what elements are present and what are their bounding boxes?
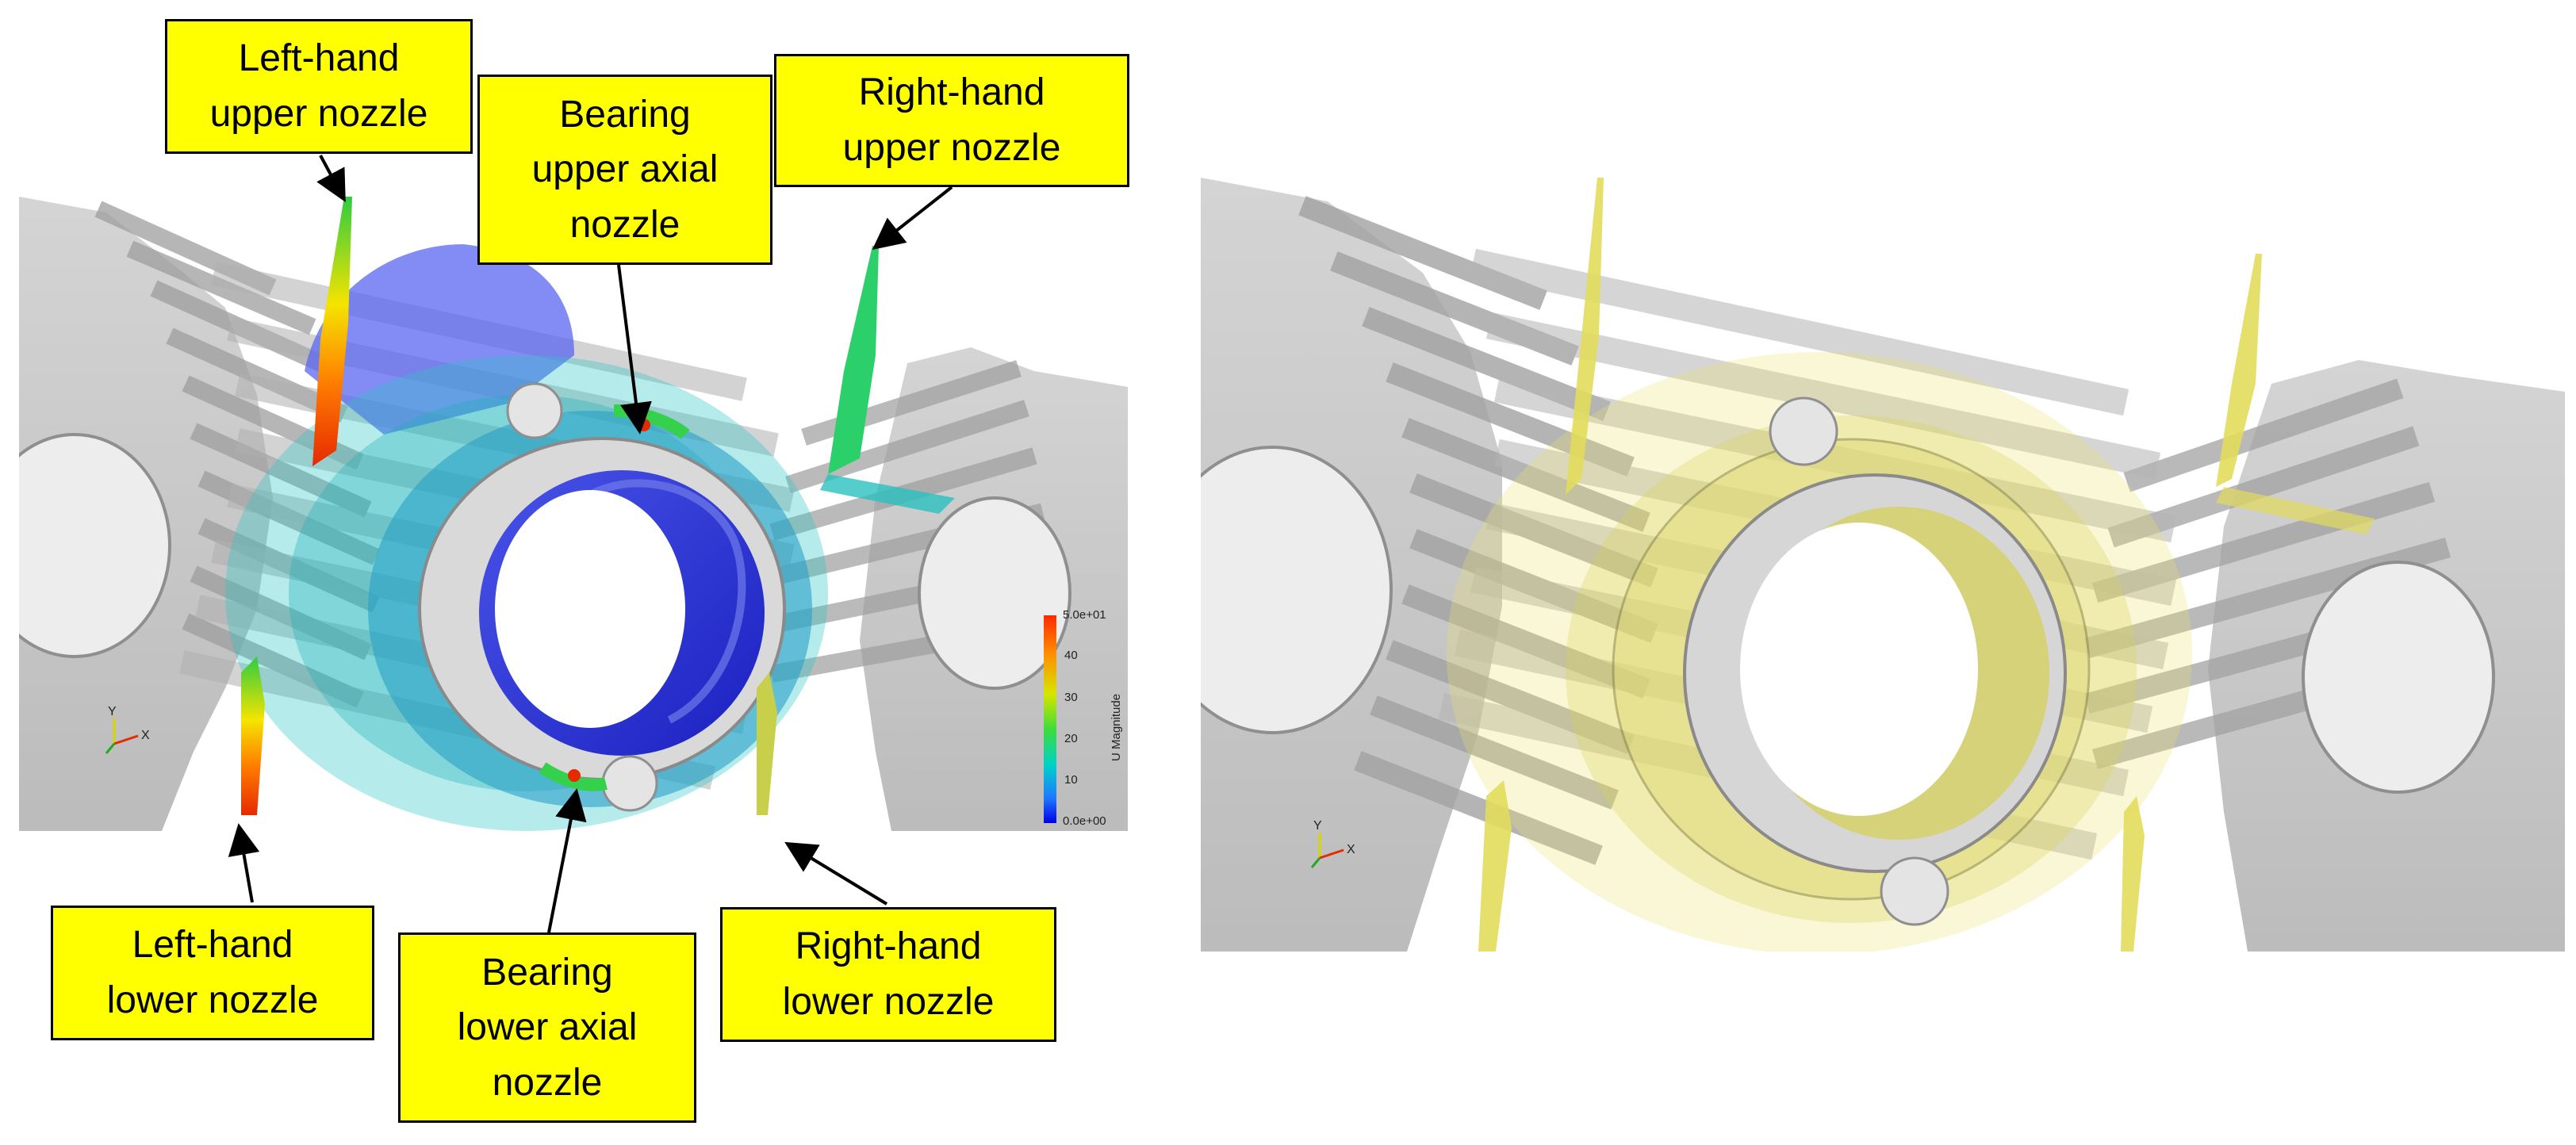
axis-y-label: Y xyxy=(108,705,117,718)
arrow-left-lower xyxy=(228,823,260,903)
left-gear-right-panel xyxy=(1201,178,1658,952)
axis-x-label: X xyxy=(141,729,150,742)
scalebar-tick: 20 xyxy=(1064,732,1078,745)
nozzle-jets-right-panel xyxy=(1478,178,2375,952)
scalebar-tick: 30 xyxy=(1064,691,1078,704)
right-lower-nozzle xyxy=(757,672,777,815)
left-upper-nozzle xyxy=(312,197,352,466)
nozzles xyxy=(241,197,955,815)
arrow-left-upper xyxy=(316,155,346,203)
arrow-right-lower xyxy=(784,841,888,906)
scalebar-title: U Magnitude xyxy=(1110,694,1123,761)
scalebar-tick: 40 xyxy=(1064,649,1078,662)
left-lower-nozzle xyxy=(241,657,265,815)
callout-bearing-lower-axial-nozzle: Bearing lower axial nozzle xyxy=(398,932,696,1123)
scalebar-max: 5.0e+01 xyxy=(1063,608,1106,622)
callout-right-upper-nozzle: Right-hand upper nozzle xyxy=(774,54,1129,187)
callout-left-upper-nozzle: Left-hand upper nozzle xyxy=(165,19,473,154)
axes-triad: Y X xyxy=(105,705,150,754)
oil-volume-upper xyxy=(305,244,574,435)
axis-x-label: X xyxy=(1347,843,1355,856)
scalebar-min: 0.0e+00 xyxy=(1063,814,1106,828)
velocity-scalebar: 5.0e+01 40 30 20 10 0.0e+00 U Magnitude xyxy=(1044,608,1123,828)
axes-triad-right: Y X xyxy=(1310,819,1355,868)
callout-left-lower-nozzle: Left-hand lower nozzle xyxy=(51,906,374,1040)
isosurface-render-panel: Y X xyxy=(1201,178,2565,952)
right-upper-nozzle xyxy=(828,246,879,474)
callout-bearing-upper-axial-nozzle: Bearing upper axial nozzle xyxy=(477,75,772,265)
velocity-render-panel: Y X 5.0e+01 40 30 20 10 0.0e+00 U Magnit… xyxy=(19,197,1128,831)
scalebar-gradient xyxy=(1044,615,1056,823)
axis-y-label: Y xyxy=(1313,819,1322,833)
velocity-render-svg: Y X 5.0e+01 40 30 20 10 0.0e+00 U Magnit… xyxy=(19,197,1128,831)
bearing-right-panel xyxy=(1612,396,2091,926)
right-upper-jet xyxy=(820,474,955,514)
bearing xyxy=(368,382,812,812)
isosurface-render-svg: Y X xyxy=(1201,178,2565,952)
scalebar-tick: 10 xyxy=(1064,773,1078,787)
callout-right-lower-nozzle: Right-hand lower nozzle xyxy=(720,907,1056,1042)
